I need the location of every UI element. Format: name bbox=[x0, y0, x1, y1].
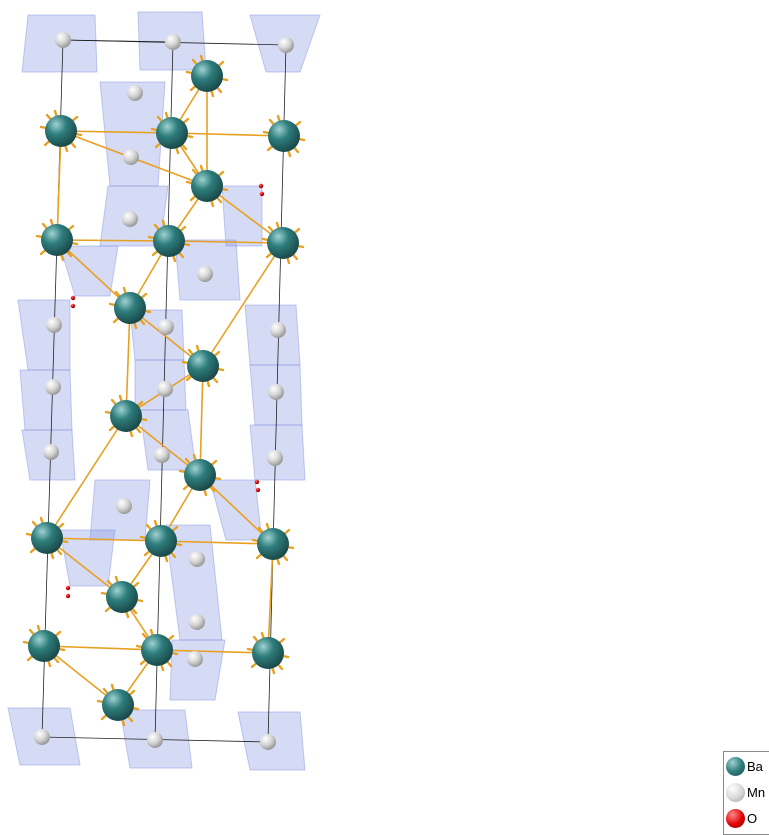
ba-atom bbox=[156, 117, 188, 149]
ba-o-bond bbox=[156, 649, 269, 654]
o-atom bbox=[259, 191, 265, 197]
ba-o-bond bbox=[46, 537, 162, 542]
mn-atom bbox=[268, 384, 284, 400]
mn-atom bbox=[34, 729, 50, 745]
mn-atom bbox=[147, 732, 163, 748]
ba-atom bbox=[141, 634, 173, 666]
mn-atom bbox=[189, 614, 205, 630]
ba-atom bbox=[145, 525, 177, 557]
ba-atom bbox=[187, 350, 219, 382]
ba-o-bond bbox=[46, 415, 127, 539]
atom-legend: Ba Mn O bbox=[723, 751, 769, 835]
mn-atom bbox=[43, 444, 59, 460]
o-atom bbox=[70, 303, 76, 309]
o-atom-swatch-icon bbox=[726, 808, 745, 828]
mn-atom bbox=[127, 85, 143, 101]
ba-o-bond bbox=[56, 130, 62, 241]
mn-atom bbox=[157, 381, 173, 397]
legend-item-ba: Ba bbox=[726, 756, 763, 776]
mn-atom bbox=[55, 32, 71, 48]
mn-atom bbox=[278, 37, 294, 53]
ba-o-bond bbox=[199, 474, 274, 545]
ba-atom bbox=[191, 170, 223, 202]
polyhedron-face bbox=[221, 185, 263, 247]
polyhedron-face bbox=[17, 299, 71, 371]
o-atom bbox=[254, 479, 260, 485]
o-atom bbox=[65, 585, 71, 591]
ba-atom bbox=[28, 630, 60, 662]
ba-o-bond bbox=[202, 242, 284, 367]
ba-o-bond bbox=[43, 645, 158, 651]
ba-atom bbox=[268, 120, 300, 152]
ba-o-bond bbox=[160, 540, 274, 545]
mn-atom bbox=[123, 149, 139, 165]
mn-atom bbox=[165, 34, 181, 50]
legend-label-mn: Mn bbox=[747, 784, 766, 800]
ba-o-bond bbox=[199, 365, 204, 476]
ba-atom bbox=[257, 528, 289, 560]
mn-atom bbox=[270, 322, 286, 338]
ba-atom bbox=[102, 689, 134, 721]
mn-atom bbox=[197, 266, 213, 282]
mn-atom bbox=[189, 551, 205, 567]
mn-atom bbox=[116, 498, 132, 514]
ba-atom bbox=[41, 224, 73, 256]
ba-atom bbox=[106, 581, 138, 613]
mn-atom bbox=[260, 734, 276, 750]
ba-atom bbox=[252, 637, 284, 669]
crystal-structure-view[interactable] bbox=[0, 0, 720, 835]
ba-o-bond bbox=[267, 543, 274, 654]
polyhedron-face bbox=[169, 639, 226, 701]
mn-atom bbox=[267, 450, 283, 466]
mn-atom bbox=[187, 651, 203, 667]
mn-atom bbox=[45, 379, 61, 395]
legend-label-o: O bbox=[747, 810, 758, 826]
o-atom bbox=[65, 593, 71, 599]
ba-atom bbox=[267, 227, 299, 259]
legend-item-o: O bbox=[726, 808, 757, 828]
legend-item-mn: Mn bbox=[726, 782, 765, 802]
mn-atom bbox=[46, 317, 62, 333]
ba-atom bbox=[191, 60, 223, 92]
ba-atom bbox=[45, 115, 77, 147]
polyhedron-face bbox=[99, 81, 166, 187]
ba-atom bbox=[184, 459, 216, 491]
ba-o-bond bbox=[168, 240, 284, 244]
o-atom bbox=[258, 183, 264, 189]
ba-o-bond bbox=[56, 239, 170, 242]
o-atom bbox=[70, 295, 76, 301]
ba-atom bbox=[110, 400, 142, 432]
atoms-layer bbox=[28, 32, 300, 750]
mn-atom bbox=[154, 447, 170, 463]
ba-atom bbox=[114, 292, 146, 324]
o-atom bbox=[255, 487, 261, 493]
ba-atom bbox=[31, 522, 63, 554]
ba-o-bond bbox=[56, 239, 131, 309]
legend-label-ba: Ba bbox=[747, 758, 763, 774]
ba-atom bbox=[153, 225, 185, 257]
ba-atom-swatch-icon bbox=[726, 756, 745, 776]
mn-atom bbox=[158, 319, 174, 335]
polyhedron-face bbox=[19, 369, 73, 431]
mn-atom bbox=[122, 211, 138, 227]
ba-o-bond bbox=[125, 307, 131, 417]
mn-atom-swatch-icon bbox=[726, 782, 745, 802]
ba-o-bond bbox=[171, 132, 285, 137]
polyhedron-face bbox=[164, 524, 223, 641]
ba-o-bond bbox=[60, 130, 173, 134]
